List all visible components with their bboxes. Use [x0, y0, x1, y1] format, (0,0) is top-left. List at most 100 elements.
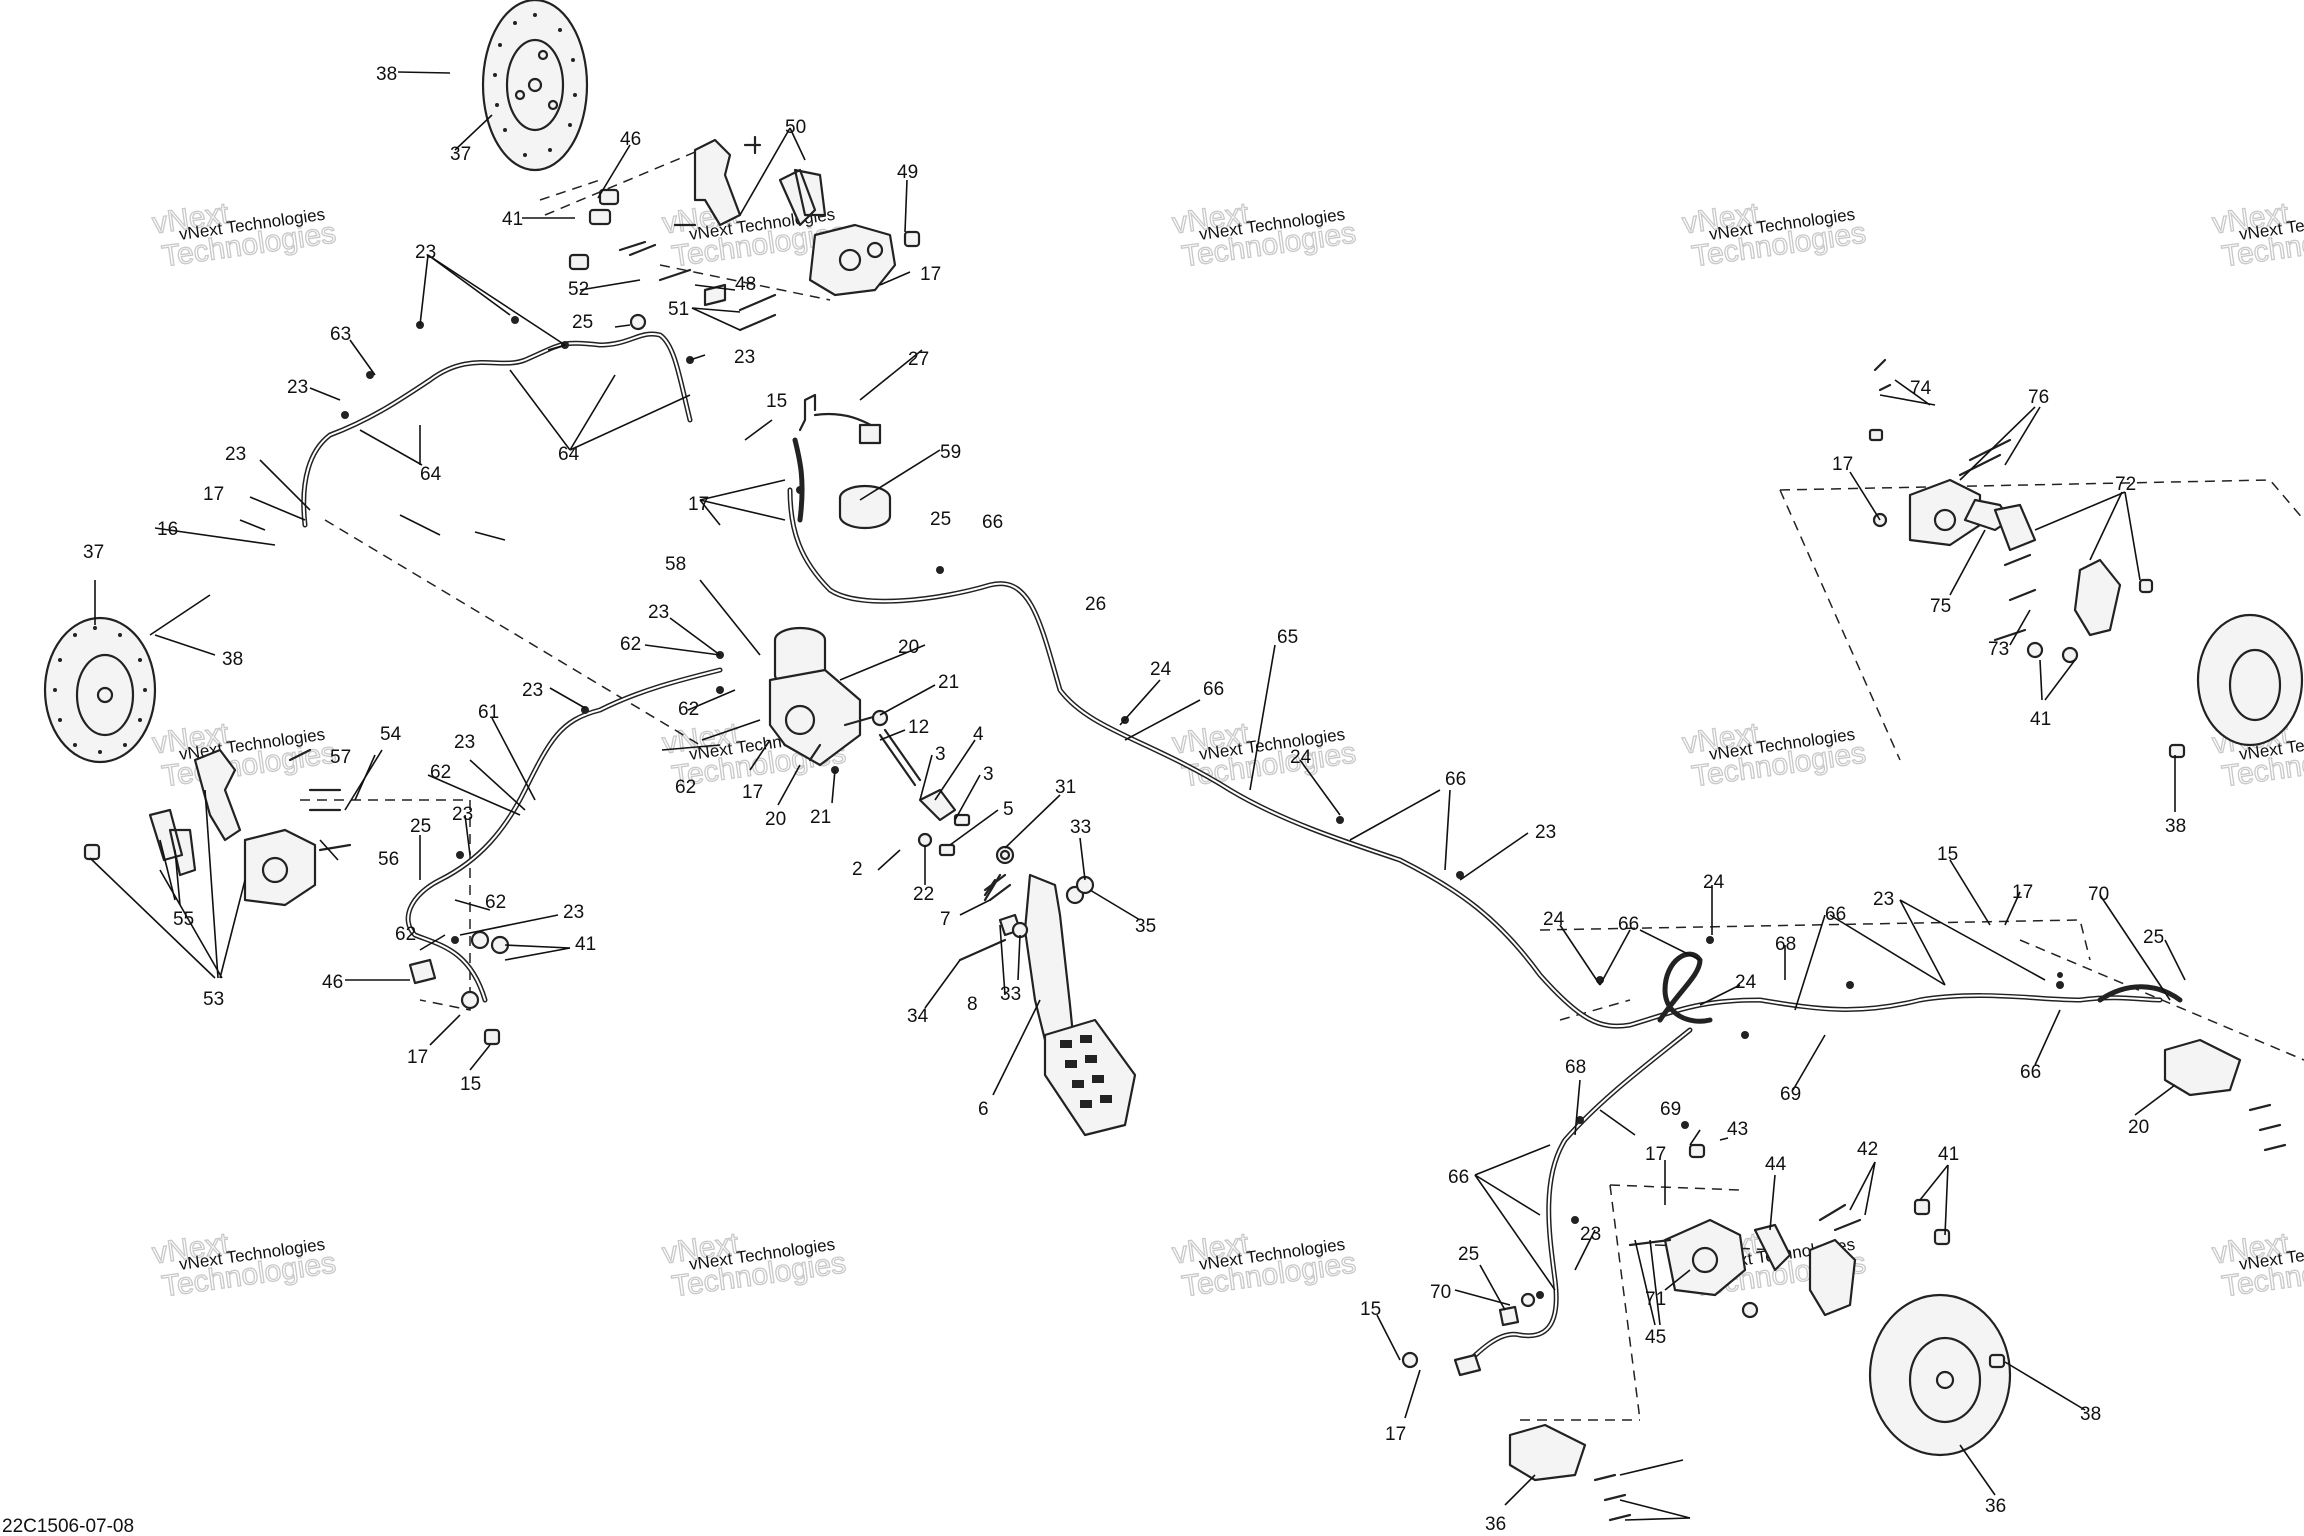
callout-17: 17 — [1385, 1424, 1406, 1445]
bracket-43 — [2163, 1038, 2242, 1097]
callout-17: 17 — [742, 782, 763, 803]
callout-38: 38 — [222, 649, 243, 670]
callout-46: 46 — [620, 129, 641, 150]
line-clips — [341, 316, 2064, 1299]
rear-right-brake-assembly — [1868, 358, 2304, 759]
callout-73: 73 — [1988, 639, 2009, 660]
callout-62: 62 — [485, 892, 506, 913]
rear-left-brake-assembly — [1401, 1038, 2287, 1522]
callout-23: 23 — [734, 347, 755, 368]
callout-59: 59 — [940, 442, 961, 463]
callout-23: 23 — [1535, 822, 1556, 843]
callout-17: 17 — [688, 494, 709, 515]
callout-49: 49 — [897, 162, 918, 183]
callout-75: 75 — [1930, 596, 1951, 617]
brake-pads-top — [778, 168, 827, 227]
callout-71: 45 — [1645, 1327, 1666, 1348]
callout-24: 24 — [1703, 872, 1725, 893]
callout-26: 26 — [1085, 594, 1106, 615]
callout-66: 66 — [2020, 1062, 2041, 1083]
callout-24: 24 — [1735, 972, 1757, 993]
callout-23: 23 — [454, 732, 475, 753]
callout-70: 44 — [1765, 1154, 1787, 1175]
callout-31: 31 — [1055, 777, 1076, 798]
callout-25: 25 — [410, 816, 431, 837]
callout-38: 38 — [2080, 1404, 2101, 1425]
callout-50: 50 — [785, 117, 806, 138]
callout-46: 46 — [322, 972, 343, 993]
callout-66: 66 — [1825, 904, 1846, 925]
brake-disc-front-top — [481, 0, 589, 172]
callout-7: 7 — [940, 909, 951, 930]
callout-23: 23 — [1873, 889, 1894, 910]
drawing-code: 22C1506-07-08 — [2, 1516, 134, 1536]
brake-disc-rear-bottom — [1868, 1293, 2012, 1457]
callout-51: 51 — [668, 299, 689, 320]
callout-67: 71 — [1645, 1289, 1666, 1310]
callout-72: 72 — [2115, 474, 2136, 495]
callout-66: 66 — [1445, 769, 1466, 790]
callout-34: 34 — [907, 1006, 929, 1027]
callout-12: 12 — [908, 717, 929, 738]
master-cylinder-assembly — [768, 484, 1137, 1137]
callout-25: 25 — [2143, 927, 2164, 948]
callout-23: 23 — [415, 242, 436, 263]
callout-21: 21 — [810, 807, 831, 828]
callout-17: 17 — [203, 484, 224, 505]
callout-15: 15 — [766, 391, 787, 412]
callout-17: 17 — [1645, 1144, 1666, 1165]
callout-63: 63 — [330, 324, 351, 345]
front-right-brake-assembly — [43, 616, 510, 1046]
callout-64: 64 — [558, 444, 580, 465]
callout-23: 23 — [648, 602, 669, 623]
callout-54: 54 — [380, 724, 402, 745]
callout-41: 41 — [1938, 1144, 1959, 1165]
callout-41: 41 — [2030, 709, 2051, 730]
rear-bracket — [2073, 558, 2122, 637]
brake-disc-right — [2196, 613, 2304, 747]
callout-53: 53 — [203, 989, 224, 1010]
callout-22: 22 — [913, 884, 934, 905]
callout-39: 69 — [1780, 1084, 1801, 1105]
callout-36: 36 — [1985, 1496, 2006, 1517]
callout-2: 2 — [852, 859, 863, 880]
callout-23: 23 — [287, 377, 308, 398]
callout-57: 57 — [330, 747, 351, 768]
callout-23: 23 — [563, 902, 584, 923]
callout-20: 20 — [898, 637, 919, 658]
callout-3: 3 — [983, 764, 994, 785]
callout-17: 17 — [920, 264, 941, 285]
callout-33: 33 — [1000, 984, 1021, 1005]
callout-66: 66 — [1203, 679, 1224, 700]
callout-17: 17 — [1832, 454, 1853, 475]
callout-66: 66 — [982, 512, 1003, 533]
pedal-pad — [1043, 1018, 1137, 1137]
callout-52: 52 — [568, 279, 589, 300]
callout-38: 38 — [2165, 816, 2186, 837]
brake-lines — [301, 331, 2183, 1373]
callout-4: 4 — [973, 724, 984, 745]
callout-25: 25 — [1458, 1244, 1479, 1265]
callout-66: 66 — [1448, 1167, 1469, 1188]
callout-38: 38 — [376, 64, 397, 85]
callout-15: 15 — [1937, 844, 1958, 865]
callout-17: 17 — [407, 1047, 428, 1068]
callout-37: 37 — [450, 144, 471, 165]
callout-5: 3 — [935, 744, 946, 765]
callout-25: 25 — [930, 509, 951, 530]
callout-6: 6 — [978, 1099, 989, 1120]
brake-pads-left — [148, 808, 197, 877]
callout-61: 61 — [478, 702, 499, 723]
callout-58: 58 — [665, 554, 686, 575]
callout-42: 36 — [1485, 1514, 1506, 1535]
callout-15: 15 — [1360, 1299, 1381, 1320]
callout-66: 66 — [1618, 914, 1639, 935]
callout-62: 62 — [430, 762, 451, 783]
callout-41: 41 — [502, 209, 523, 230]
callout-43: 20 — [2128, 1117, 2149, 1138]
callout-39: 69 — [1660, 1099, 1681, 1120]
callout-labels: 38 37 46 50 41 49 17 52 48 51 25 23 23 6… — [2, 64, 2186, 1536]
brake-caliper-rear-bottom — [1663, 1218, 1747, 1297]
brake-disc-left — [43, 616, 157, 764]
